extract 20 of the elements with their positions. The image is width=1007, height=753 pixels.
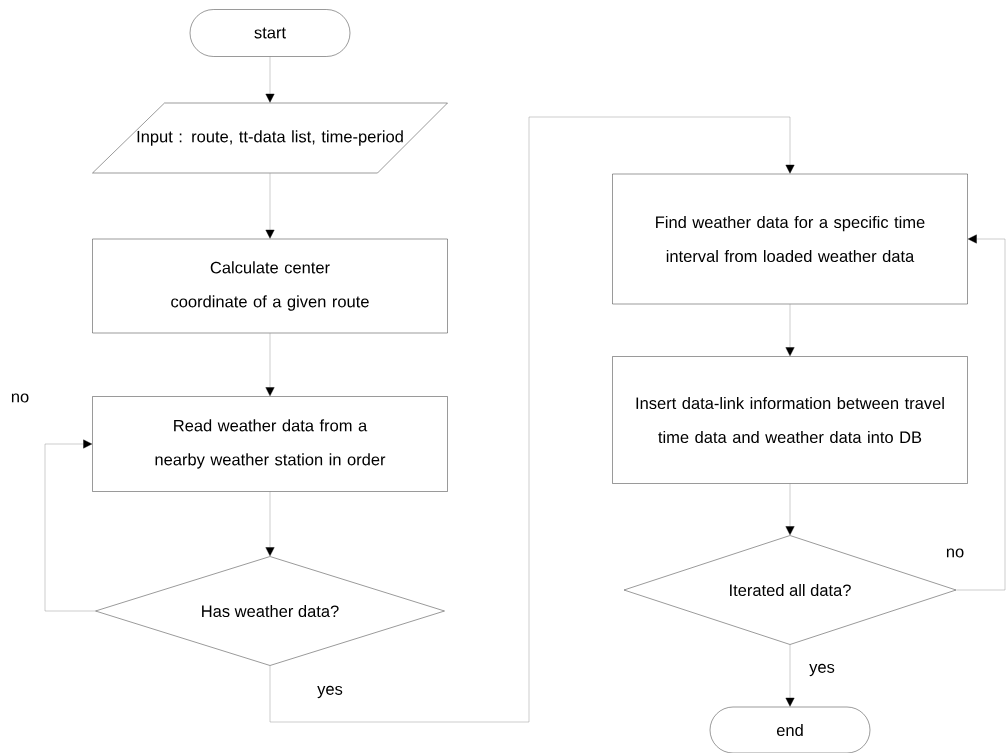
arrow [265,56,275,103]
arrow [265,333,275,397]
arrow [785,644,795,707]
arrow [265,491,275,557]
process-box: Insert data-link information between travel time data and weather data into DB [612,356,968,484]
terminator: end [709,706,871,753]
arrow [265,173,275,239]
terminator: start [189,9,351,57]
edge-label: yes [808,662,836,678]
arrow [44,439,96,612]
process-box: Find weather data for a specific time interval from loaded weather data [612,173,968,305]
arrow [785,483,795,536]
edge-label: yes [316,684,344,700]
edge-label: no [9,392,31,404]
arrow [269,116,795,723]
arrow [785,304,795,357]
process-box: Calculate center coordinate of a given route [92,238,448,334]
process-box: Read weather data from a nearby weather station in order [92,396,448,492]
arrow [956,234,1006,591]
input-parallelogram: Input : route, tt-data list, time-period [92,102,448,174]
